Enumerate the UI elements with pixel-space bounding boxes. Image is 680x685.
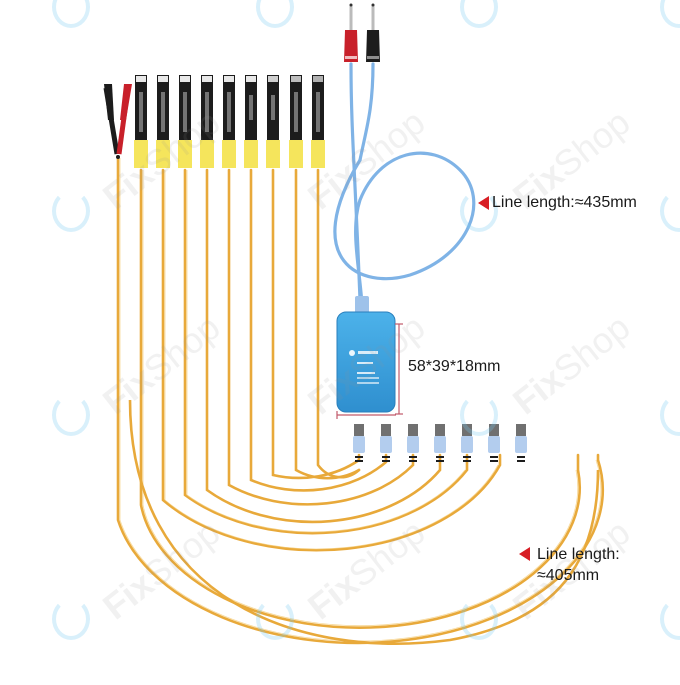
blue-cable	[333, 62, 476, 307]
orange-cables-highlight	[119, 158, 602, 642]
dimensions-label: 58*39*18mm	[408, 358, 501, 375]
outer-curves	[128, 399, 600, 645]
pointer-arrow-icon	[519, 547, 530, 561]
pointer-arrow-icon	[478, 196, 489, 210]
line-length-top-label: Line length:≈435mm	[492, 194, 637, 211]
interface-box	[336, 296, 396, 413]
banana-plugs	[344, 3, 380, 62]
alligator-probe	[103, 84, 132, 159]
tip-labels	[139, 92, 320, 132]
orange-cables	[116, 156, 605, 645]
line-length-bottom-label: Line length:	[537, 546, 620, 563]
dimension-lines	[336, 323, 403, 419]
usb-c-connectors	[353, 424, 527, 462]
line-length-bottom-value: ≈405mm	[537, 567, 600, 584]
